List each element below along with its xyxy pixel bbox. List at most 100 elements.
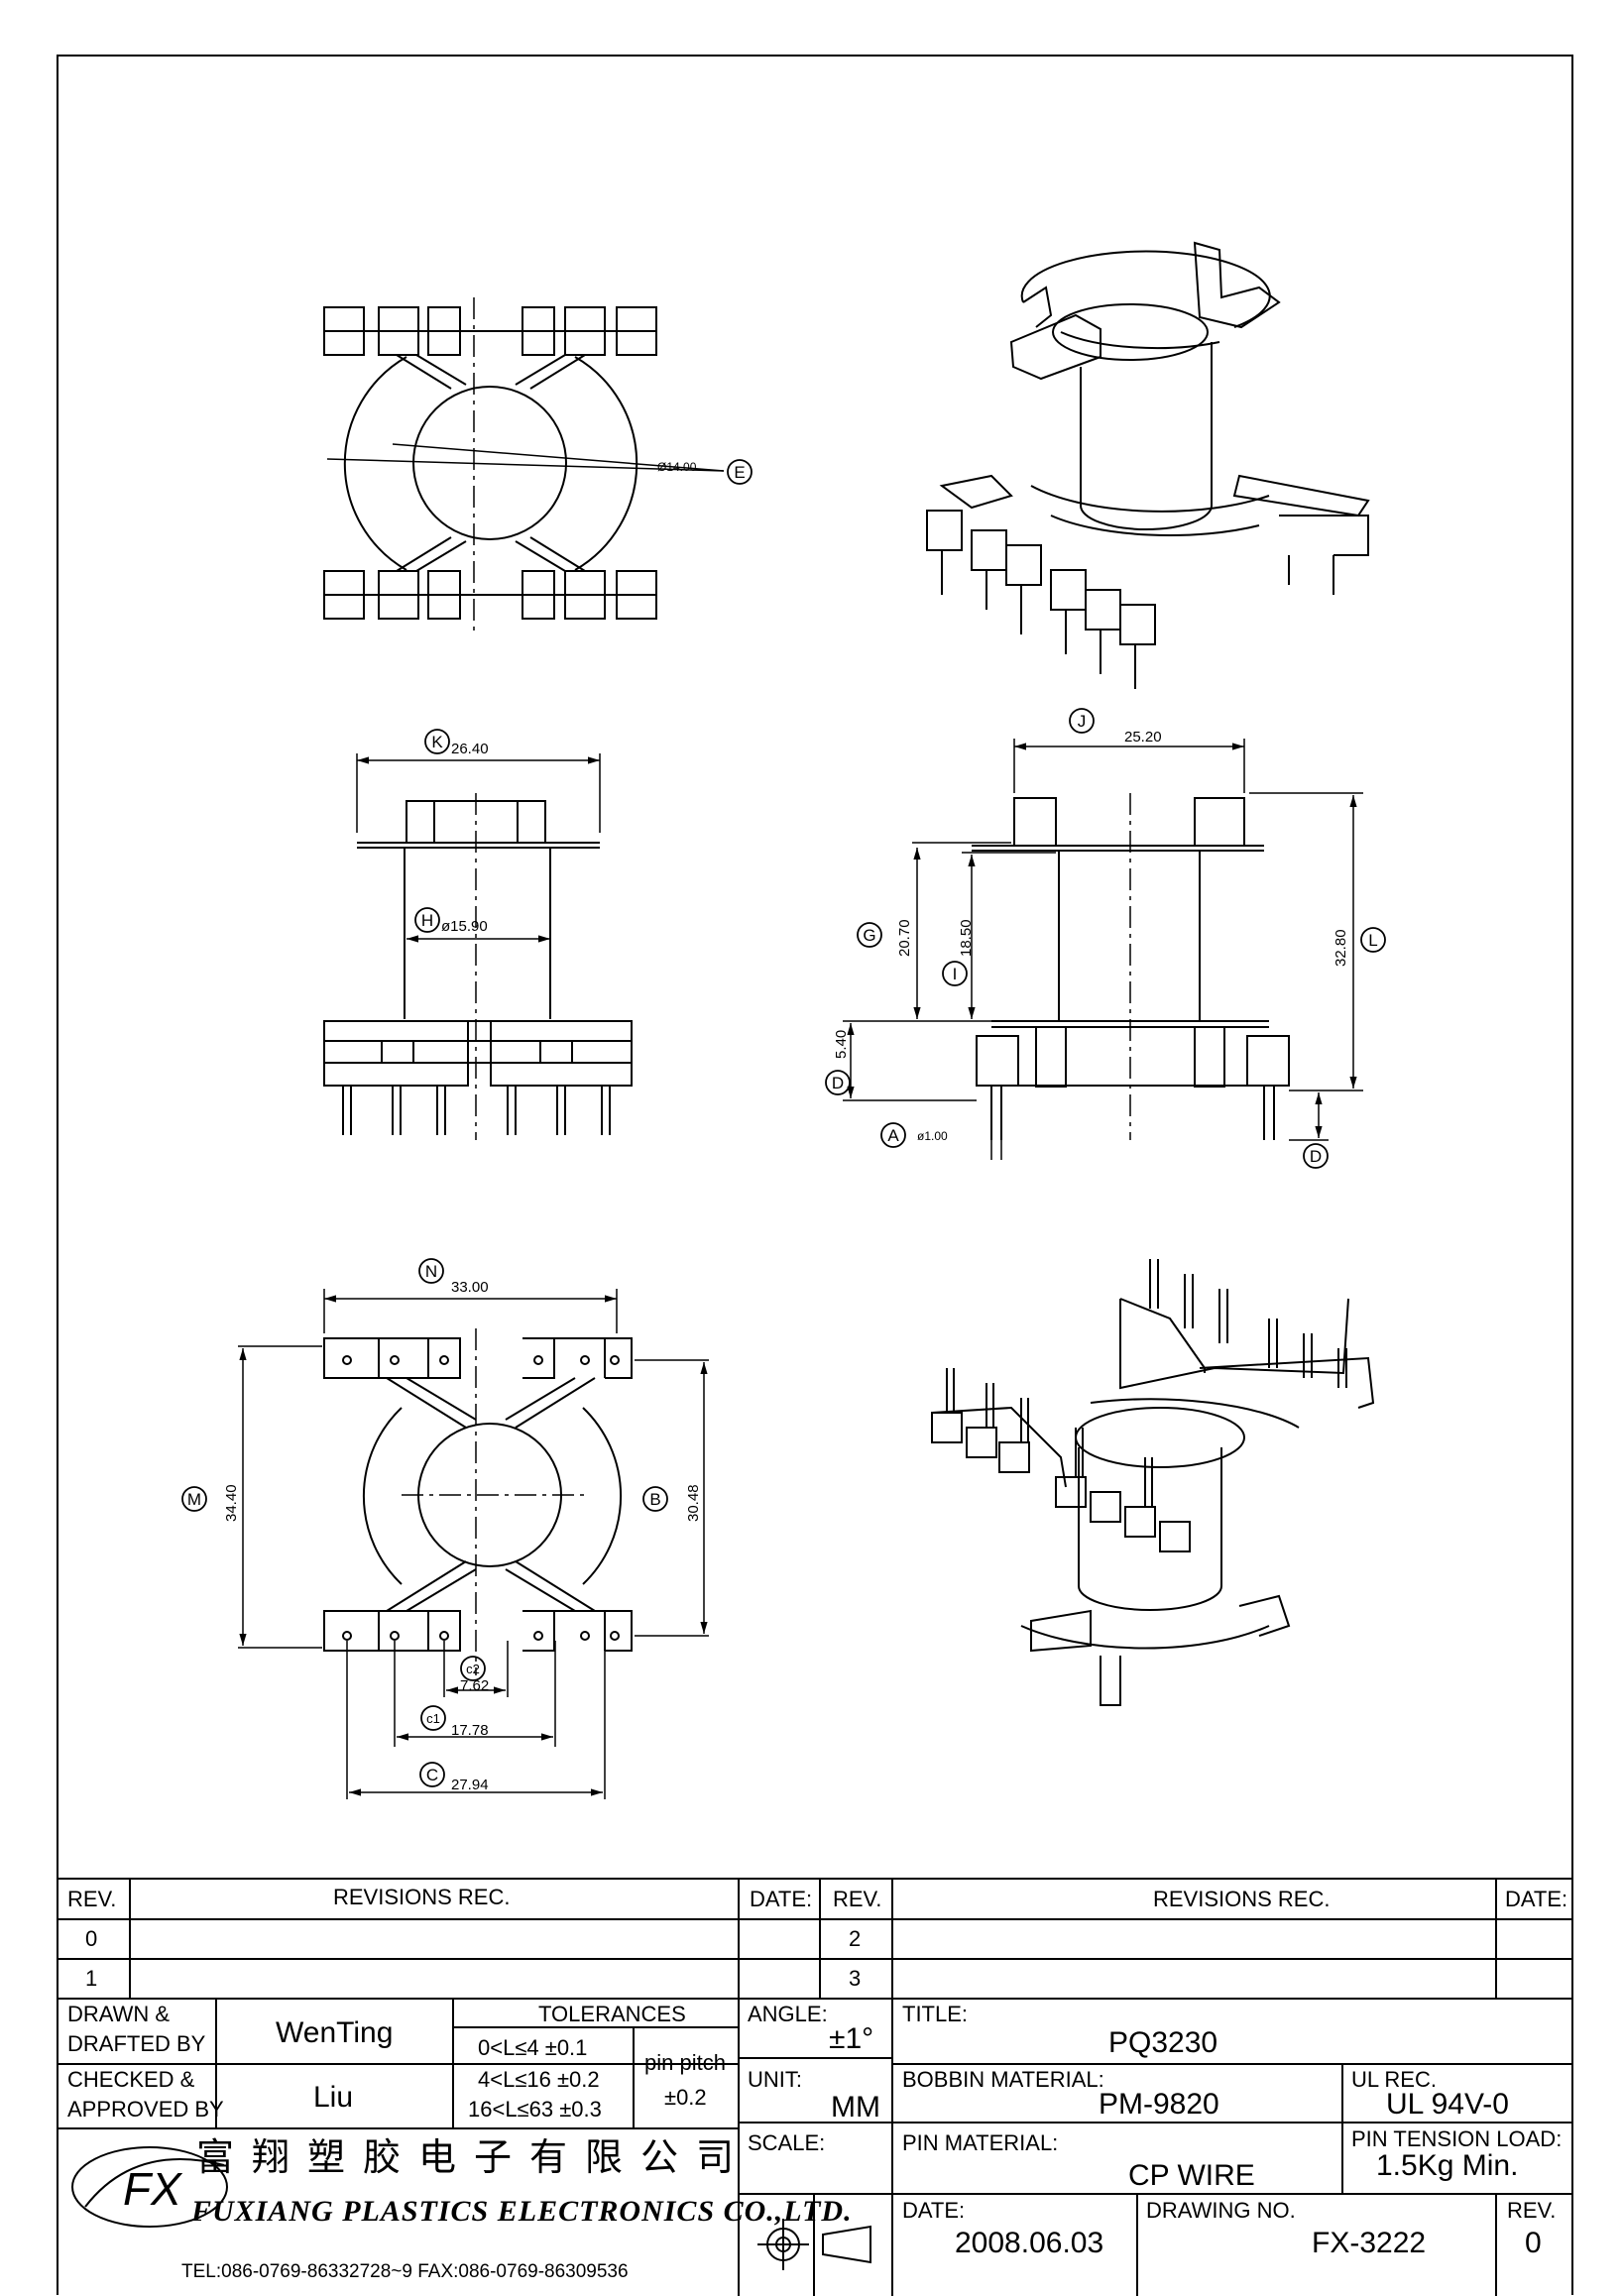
- marker-c: C: [426, 1766, 438, 1784]
- front-view: [323, 753, 633, 1140]
- pin-material-value: CP WIRE: [1128, 2159, 1255, 2192]
- marker-a: A: [887, 1126, 899, 1145]
- projection-symbol-icon: [757, 2219, 871, 2270]
- revisions-header: REVISIONS REC.: [333, 1885, 511, 1909]
- drawing-no-value: FX-3222: [1312, 2227, 1427, 2259]
- marker-circle-c: [419, 1762, 445, 1787]
- revisions-header-2: REVISIONS REC.: [1153, 1887, 1331, 1911]
- rev-row-2: 2: [849, 1926, 862, 1951]
- marker-circle-m: [181, 1486, 207, 1512]
- marker-h: H: [421, 911, 433, 930]
- dim-j: 25.20: [1124, 729, 1162, 746]
- marker-circle-l: [1360, 927, 1386, 953]
- bobbin-material-label: BOBBIN MATERIAL:: [902, 2067, 1104, 2092]
- drafted-label: DRAFTED BY: [67, 2031, 206, 2056]
- drawing-no-label: DRAWING NO.: [1146, 2198, 1296, 2223]
- marker-e: E: [734, 463, 745, 482]
- bobbin-material-value: PM-9820: [1099, 2088, 1219, 2121]
- drawn-by-value: WenTing: [276, 2016, 394, 2049]
- dim-l: 32.80: [1333, 929, 1349, 967]
- dimension-values: Ø14.00 26.40 ø15.90 25.20 20.70 18.50 32…: [223, 460, 1349, 1793]
- approved-label: APPROVED BY: [67, 2097, 224, 2122]
- marker-circle-c2: [460, 1656, 486, 1681]
- dim-g: 20.70: [896, 919, 913, 957]
- dim-i: 18.50: [958, 919, 975, 957]
- tolerances-label: TOLERANCES: [538, 2002, 686, 2026]
- marker-circle-h: [414, 907, 440, 933]
- marker-circle-d2: [1303, 1143, 1329, 1169]
- top-view: [323, 297, 725, 634]
- title-value: PQ3230: [1108, 2026, 1218, 2059]
- pin-material-label: PIN MATERIAL:: [902, 2130, 1059, 2155]
- marker-c1: c1: [426, 1711, 440, 1726]
- tol-row-1: 0<L≤4 ±0.1: [478, 2035, 588, 2060]
- marker-circle-i: [942, 961, 968, 986]
- scale-label: SCALE:: [748, 2130, 826, 2155]
- marker-b: B: [649, 1490, 660, 1509]
- marker-letters: E K H J G I L D A D N M B c2 c1 C: [187, 463, 1378, 1784]
- marker-i: I: [953, 965, 958, 983]
- svg-text:FX: FX: [123, 2163, 183, 2215]
- marker-circle-g: [857, 922, 882, 948]
- pin-tension-label: PIN TENSION LOAD:: [1351, 2126, 1563, 2151]
- rev-header: REV.: [67, 1887, 117, 1911]
- rev-row-0: 0: [85, 1926, 98, 1951]
- bottom-view: [238, 1289, 709, 1799]
- drawn-label: DRAWN &: [67, 2002, 171, 2026]
- dim-m: 34.40: [223, 1484, 240, 1522]
- dim-a: ø1.00: [917, 1129, 948, 1143]
- marker-l: L: [1368, 931, 1377, 950]
- unit-value: MM: [831, 2091, 880, 2124]
- company-name-cn: 富翔塑胶电子有限公司: [196, 2135, 753, 2179]
- dim-k: 26.40: [451, 741, 489, 757]
- ul-rec-value: UL 94V-0: [1386, 2088, 1509, 2121]
- ul-rec-label: UL REC.: [1351, 2067, 1437, 2092]
- marker-circle-b: [642, 1486, 668, 1512]
- marker-circle-n: [418, 1258, 444, 1284]
- pin-pitch-label: pin pitch: [644, 2050, 726, 2075]
- title-block: REV. REVISIONS REC. DATE: REV. REVISIONS…: [58, 1878, 1572, 2296]
- marker-c2: c2: [466, 1662, 480, 1676]
- marker-circle-d: [825, 1070, 851, 1095]
- angle-label: ANGLE:: [748, 2002, 828, 2026]
- unit-label: UNIT:: [748, 2067, 802, 2092]
- dim-h: ø15.90: [441, 918, 488, 935]
- tol-row-3: 16<L≤63 ±0.3: [468, 2097, 602, 2122]
- rev-row-1: 1: [85, 1966, 98, 1991]
- company-logo-icon: FX: [71, 2146, 228, 2228]
- isometric-view-top: [926, 241, 1370, 689]
- dim-n: 33.00: [451, 1279, 489, 1296]
- dim-c: 27.94: [451, 1777, 489, 1793]
- rev-row-3: 3: [849, 1966, 862, 1991]
- drawing-frame: [57, 55, 1573, 2295]
- marker-g: G: [863, 926, 875, 945]
- dim-c1: 17.78: [451, 1722, 489, 1739]
- marker-circle-e: [727, 459, 753, 485]
- dim-d: 5.40: [833, 1030, 850, 1059]
- marker-circle-c1: [420, 1705, 446, 1731]
- marker-circle-j: [1069, 708, 1095, 734]
- company-name-en: FUXIANG PLASTICS ELECTRONICS CO.,LTD.: [191, 2195, 853, 2228]
- company-contact: TEL:086-0769-86332728~9 FAX:086-0769-863…: [181, 2261, 629, 2282]
- rev-header-2: REV.: [833, 1887, 882, 1911]
- date-header-2: DATE:: [1505, 1887, 1568, 1911]
- dim-c2: 7.62: [460, 1677, 489, 1694]
- dim-e: Ø14.00: [657, 460, 697, 474]
- marker-m: M: [187, 1490, 201, 1509]
- marker-j: J: [1078, 712, 1087, 731]
- side-view: [843, 739, 1363, 1160]
- pin-tension-value: 1.5Kg Min.: [1376, 2149, 1519, 2182]
- date-value: 2008.06.03: [955, 2227, 1104, 2259]
- marker-circle-k: [424, 729, 450, 754]
- tol-row-2: 4<L≤16 ±0.2: [478, 2067, 600, 2092]
- date-header: DATE:: [750, 1887, 813, 1911]
- rev-label: REV.: [1507, 2198, 1557, 2223]
- date-label: DATE:: [902, 2198, 966, 2223]
- dim-b: 30.48: [685, 1484, 702, 1522]
- title-label: TITLE:: [902, 2002, 969, 2026]
- marker-d2: D: [1310, 1147, 1322, 1166]
- marker-n: N: [425, 1262, 437, 1281]
- isometric-view-bottom: [931, 1259, 1375, 1706]
- checked-label: CHECKED &: [67, 2067, 195, 2092]
